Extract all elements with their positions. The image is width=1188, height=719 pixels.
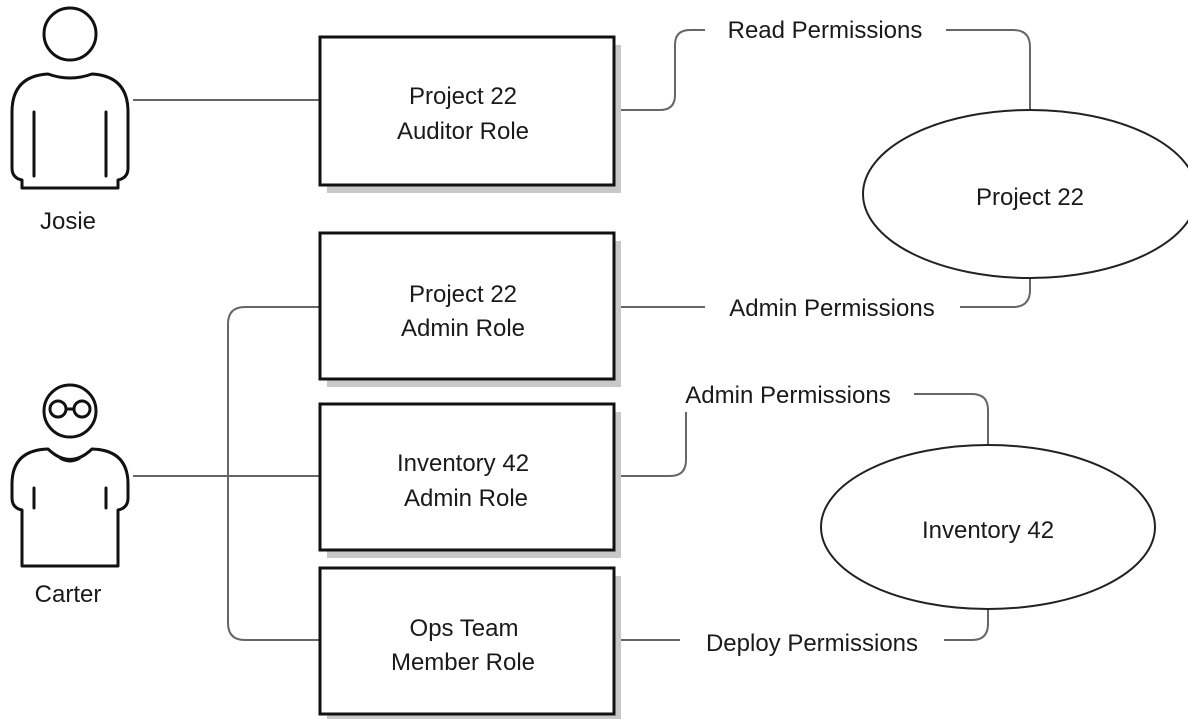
role-label-line2: Admin Role xyxy=(404,485,528,512)
josie-actor: Josie xyxy=(10,6,130,235)
permission-label-admin-project22: Admin Permissions xyxy=(729,295,934,322)
resource-label: Project 22 xyxy=(976,184,1084,211)
admin-permissions-p22-connector xyxy=(614,278,1031,308)
role-box-project22-auditor: Project 22 Auditor Role xyxy=(318,35,621,193)
role-box-ops-team-member: Ops Team Member Role xyxy=(318,566,621,719)
carter-to-roles-connector xyxy=(133,306,320,641)
carter-actor: Carter xyxy=(10,383,130,608)
carter-label: Carter xyxy=(35,581,102,608)
role-label-line2: Admin Role xyxy=(401,315,525,342)
read-permissions-connector xyxy=(614,29,1031,111)
resource-inventory42: Inventory 42 xyxy=(820,444,1156,610)
deploy-permissions-connector xyxy=(614,608,989,641)
role-label-line1: Project 22 xyxy=(409,83,517,110)
admin-permissions-inv42-connector xyxy=(614,393,989,477)
person-with-glasses-icon xyxy=(10,383,130,568)
resource-label: Inventory 42 xyxy=(922,517,1054,544)
role-label-line2: Member Role xyxy=(391,649,535,676)
permission-label-read: Read Permissions xyxy=(728,17,923,44)
role-label-line1: Project 22 xyxy=(409,281,517,308)
role-box-project22-admin: Project 22 Admin Role xyxy=(318,231,621,387)
role-label-line1: Ops Team xyxy=(410,615,519,642)
role-label-line2: Auditor Role xyxy=(397,118,529,145)
resource-project22: Project 22 xyxy=(862,109,1188,279)
role-box-inventory42-admin: Inventory 42 Admin Role xyxy=(318,402,621,558)
role-label-line1: Inventory 42 xyxy=(397,450,529,477)
permission-label-admin-inventory42: Admin Permissions xyxy=(685,382,890,409)
person-icon xyxy=(10,6,130,190)
permission-label-deploy: Deploy Permissions xyxy=(706,630,918,657)
josie-label: Josie xyxy=(40,208,96,235)
